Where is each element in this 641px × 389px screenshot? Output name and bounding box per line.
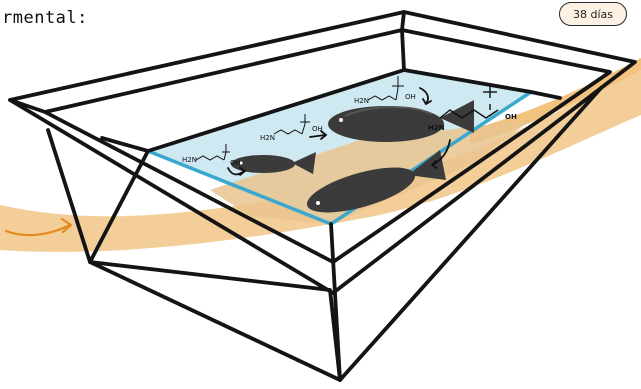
molecule-4-hydroxyl: OH (505, 113, 517, 121)
molecule-3-amine: H2N (354, 97, 369, 105)
molecule-2-amine: H2N (260, 134, 275, 142)
molecule-1-hydroxyl: OH (230, 159, 241, 167)
molecule-3-hydroxyl: OH (405, 93, 416, 101)
molecule-1-amine: H2N (182, 156, 197, 164)
molecule-4-amine: H2N (428, 124, 445, 132)
